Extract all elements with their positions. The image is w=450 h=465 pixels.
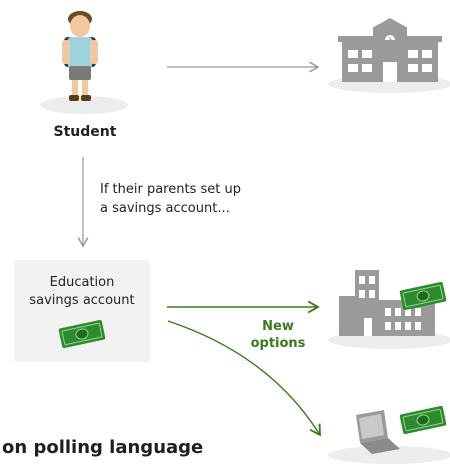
student-icon <box>40 11 128 114</box>
footer-title: on polling language <box>2 437 204 458</box>
new-options-label: New options <box>248 318 308 352</box>
laptop-icon <box>328 410 450 464</box>
school-icon <box>328 18 450 93</box>
savings-account-label-line-1: Education <box>49 275 115 290</box>
arrow-to-online-learning <box>167 320 321 437</box>
savings-account-label: Education savings account <box>14 274 150 310</box>
money-icon <box>399 406 447 434</box>
savings-account-label-line-2: savings account <box>29 293 135 308</box>
condition-text-line-1: If their parents set up <box>100 182 241 197</box>
money-icon <box>399 282 447 310</box>
condition-text-line-2: a savings account... <box>100 201 230 216</box>
new-options-line-2: options <box>250 336 306 351</box>
new-options-line-1: New <box>262 319 294 334</box>
private-school-icon <box>328 270 450 349</box>
money-icon <box>58 320 106 348</box>
condition-text: If their parents set up a savings accoun… <box>100 180 280 218</box>
student-label: Student <box>53 124 117 140</box>
